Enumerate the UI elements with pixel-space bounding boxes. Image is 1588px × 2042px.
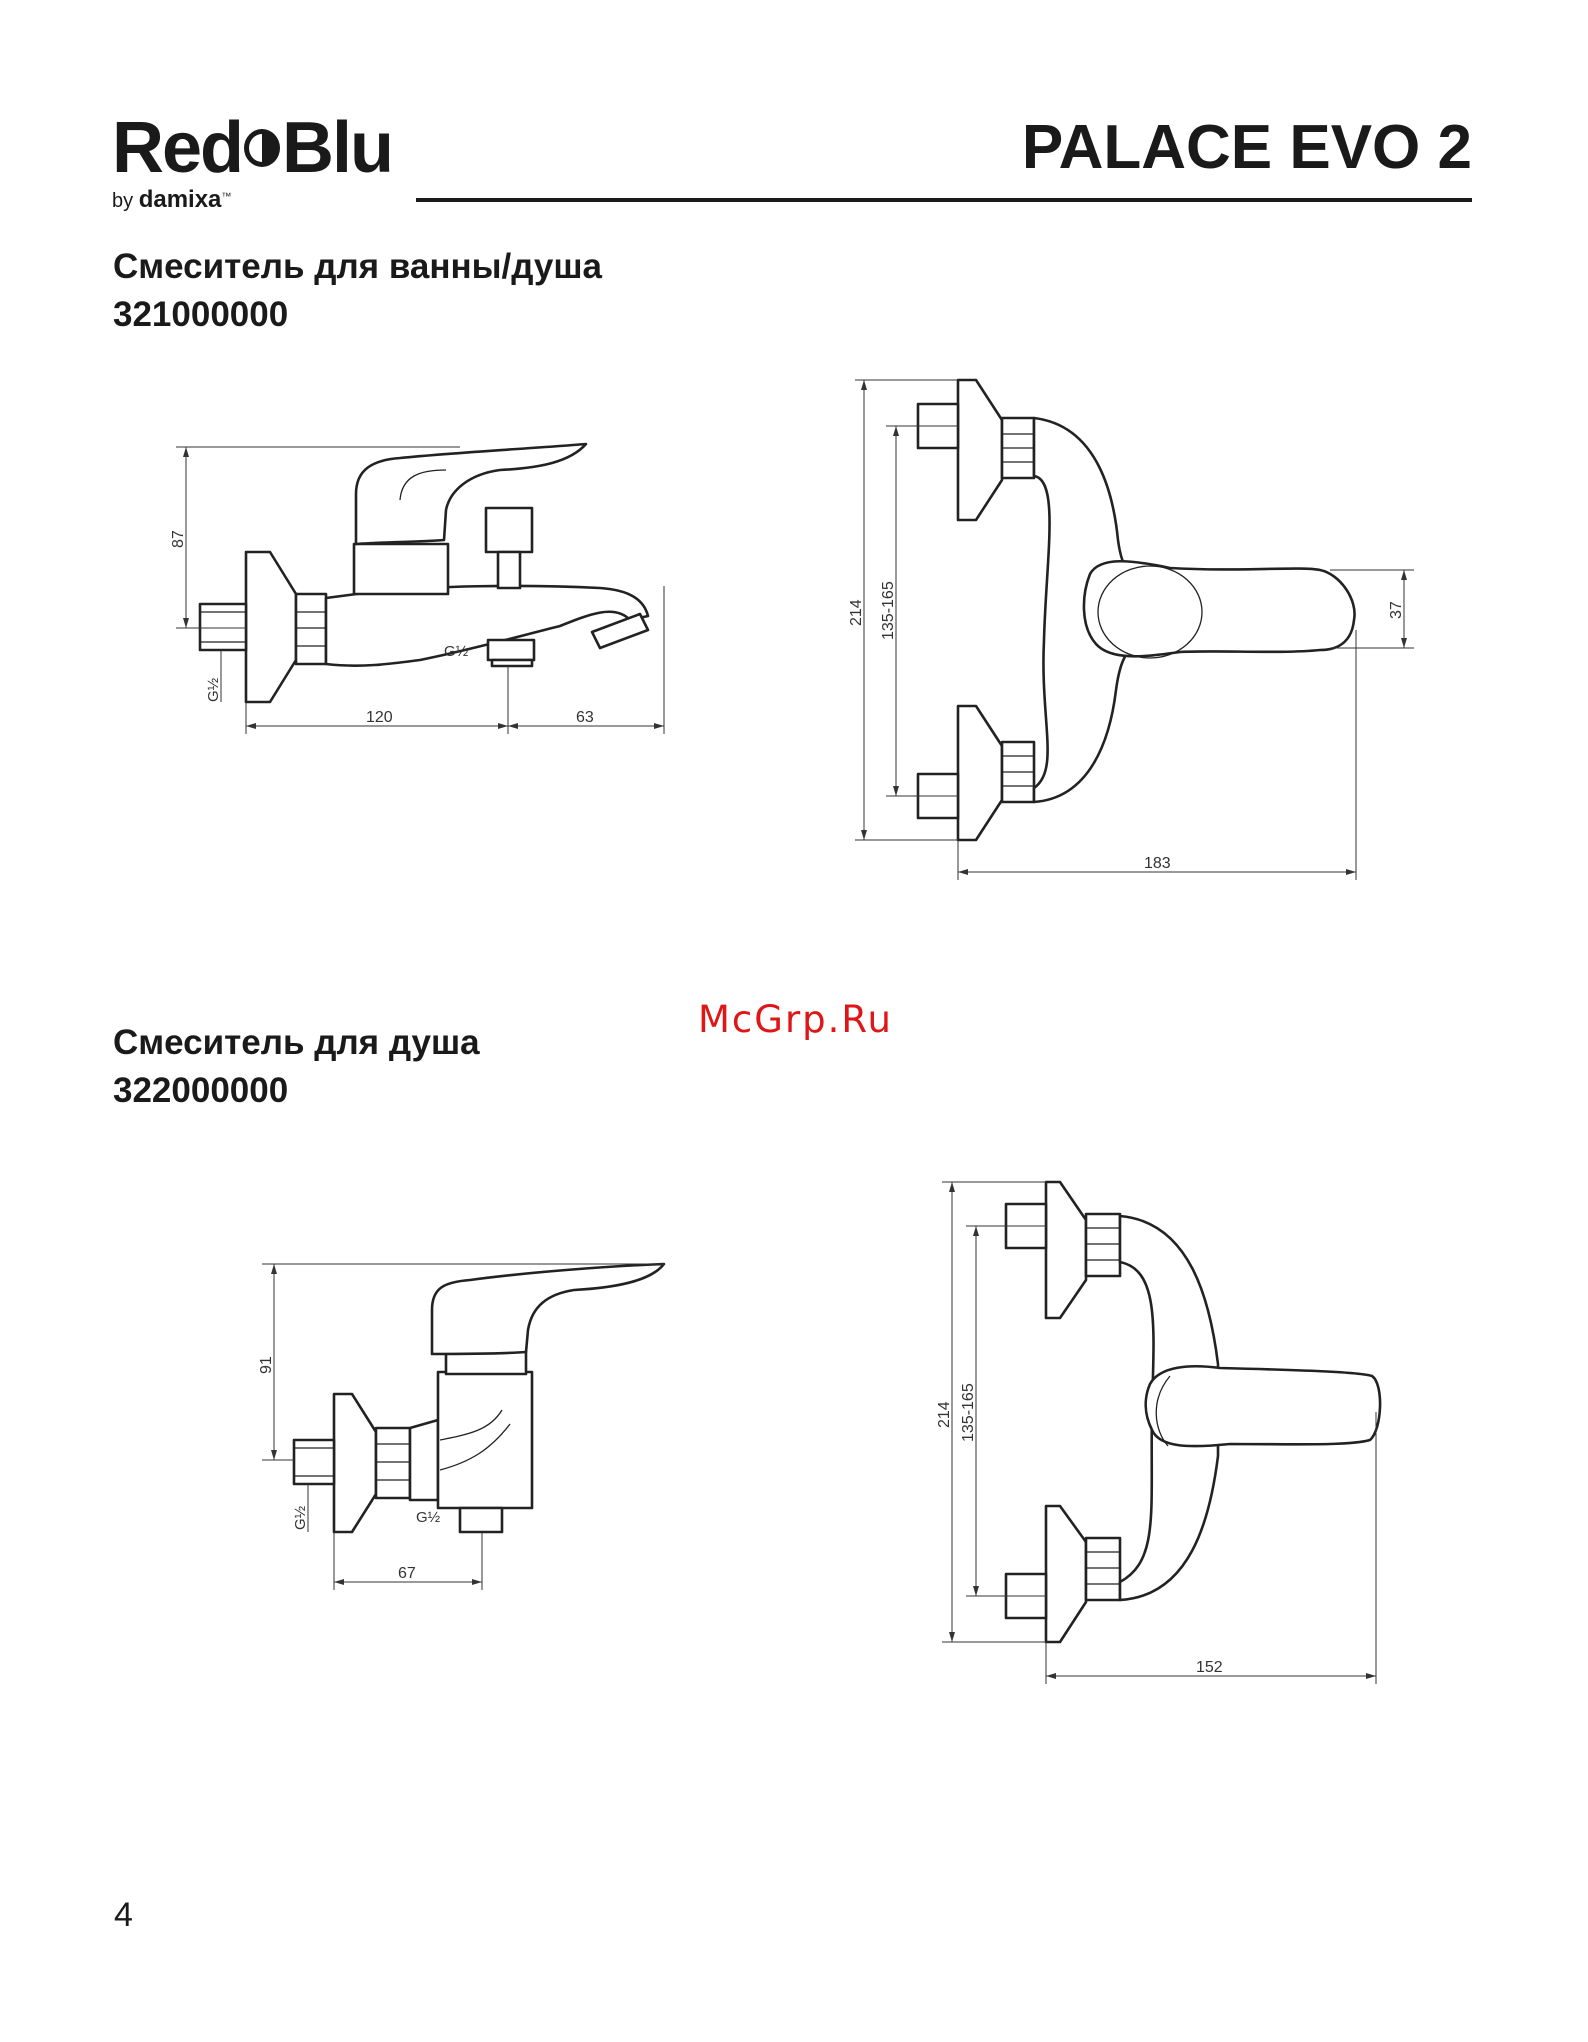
- bath-mixer-top-view: [918, 380, 1355, 840]
- page-number: 4: [114, 1896, 133, 1935]
- bath-top-spacing-label: 135-165: [880, 581, 897, 640]
- bath-side-height-label: 87: [170, 530, 187, 548]
- bath-side-thread-left: G½: [205, 677, 222, 702]
- shower-side-thread-bottom: G½: [416, 1509, 441, 1526]
- shower-top-spacing-label: 135-165: [960, 1383, 977, 1442]
- bath-top-width-label: 183: [1144, 855, 1171, 872]
- shower-side-thread-left: G½: [292, 1505, 309, 1530]
- shower-side-width-1: 67: [398, 1565, 416, 1582]
- bath-mixer-side-view: [200, 444, 648, 702]
- bath-top-lever-label: 37: [1388, 601, 1405, 619]
- shower-top-total-label: 214: [936, 1401, 953, 1428]
- shower-top-width-label: 152: [1196, 1659, 1223, 1676]
- bath-side-width-2: 63: [576, 709, 594, 726]
- shower-mixer-top-view: [1006, 1182, 1380, 1642]
- shower-side-height-label: 91: [258, 1356, 275, 1374]
- bath-top-total-label: 214: [848, 599, 865, 626]
- shower-mixer-side-view: [294, 1264, 664, 1532]
- bath-side-width-1: 120: [366, 709, 393, 726]
- bath-side-thread-bottom: G½: [444, 643, 469, 660]
